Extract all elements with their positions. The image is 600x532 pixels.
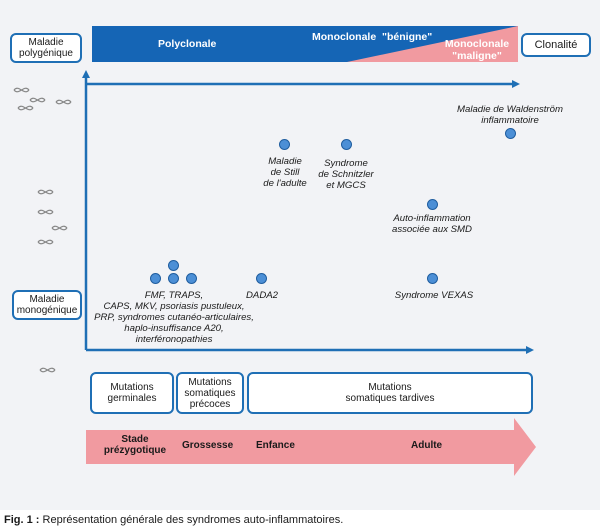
monogenic-box: Maladie monogénique xyxy=(12,290,82,320)
polyclonal-label: Polyclonale xyxy=(158,38,217,50)
dot-dada2 xyxy=(256,273,267,284)
dot-fmf-right xyxy=(186,273,197,284)
caption-text: Représentation générale des syndromes au… xyxy=(39,514,344,526)
polygenic-box: Maladie polygénique xyxy=(10,33,82,63)
dna-icon xyxy=(37,239,54,245)
stage-prezygotic: Stade prézygotique xyxy=(103,434,167,456)
dot-fmf-top xyxy=(168,260,179,271)
clonality-box: Clonalité xyxy=(521,33,591,57)
label-schnitzler: Syndrome de Schnitzler et MGCS xyxy=(318,158,374,191)
label-smd: Auto-inflammation associée aux SMD xyxy=(392,213,472,235)
timeline-arrow xyxy=(86,418,536,476)
dna-icon xyxy=(39,367,56,373)
stage-pregnancy: Grossesse xyxy=(182,440,234,451)
dot-fmf-mid xyxy=(168,273,179,284)
clonality-bar xyxy=(92,26,518,62)
label-dada2: DADA2 xyxy=(246,290,278,301)
label-still: Maladie de Still de l'adulte xyxy=(263,156,307,189)
monoclonal-benign-label: Monoclonale "bénigne" xyxy=(312,31,433,43)
dot-still xyxy=(279,139,290,150)
dot-waldenstrom xyxy=(505,128,516,139)
dot-smd xyxy=(427,199,438,210)
monoclonal-malignant-label: Monoclonale "maligne" xyxy=(444,38,510,62)
dot-schnitzler xyxy=(341,139,352,150)
stage-adult: Adulte xyxy=(411,440,443,451)
dna-icon xyxy=(17,105,34,111)
germinal-mutations-box: Mutations germinales xyxy=(90,372,174,414)
early-somatic-mutations-box: Mutations somatiques précoces xyxy=(176,372,244,414)
dot-fmf-left xyxy=(150,273,161,284)
stage-childhood: Enfance xyxy=(256,440,295,451)
dna-icon xyxy=(37,209,54,215)
axes xyxy=(13,70,534,373)
dna-icon xyxy=(37,189,54,195)
dna-icon xyxy=(29,97,46,103)
figure-caption: Fig. 1 : Représentation générale des syn… xyxy=(4,514,343,526)
label-waldenstrom: Maladie de Waldenström inflammatoire xyxy=(457,104,563,126)
dna-icon xyxy=(13,87,30,93)
clonality-bar-pink xyxy=(347,26,518,62)
caption-prefix: Fig. 1 : xyxy=(4,514,40,526)
label-vexas: Syndrome VEXAS xyxy=(394,290,474,301)
dna-icon xyxy=(55,99,72,105)
dot-vexas xyxy=(427,273,438,284)
label-fmf-group: FMF, TRAPS, CAPS, MKV, psoriasis pustule… xyxy=(94,290,254,345)
late-somatic-mutations-box: Mutations somatiques tardives xyxy=(247,372,533,414)
figure-panel: Polyclonale Monoclonale "bénigne" Monocl… xyxy=(0,0,600,510)
dna-icon xyxy=(51,225,68,231)
